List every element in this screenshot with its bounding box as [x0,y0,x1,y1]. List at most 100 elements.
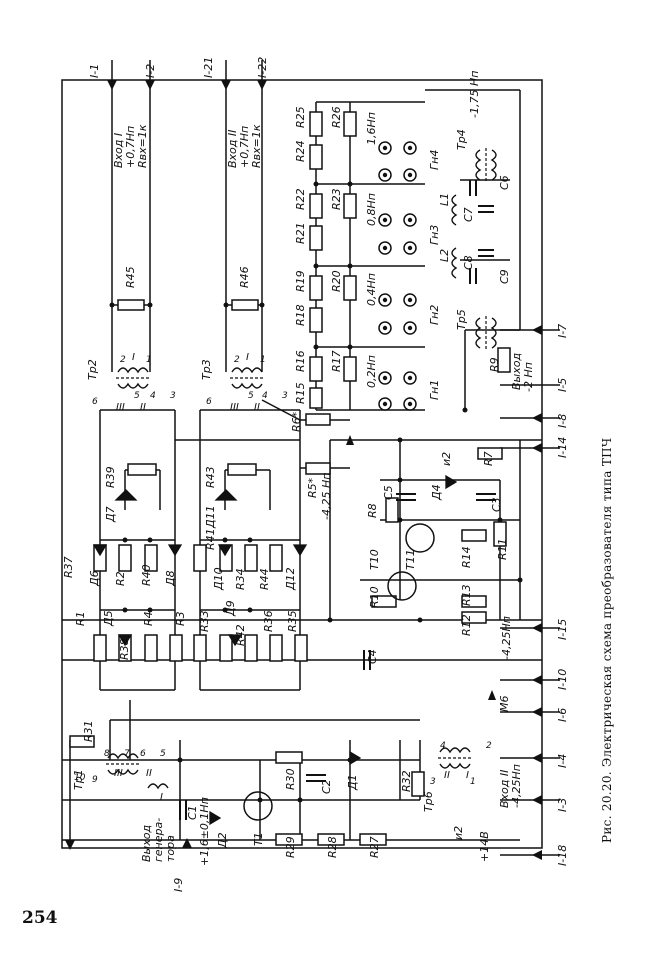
capacitor-label: C4 [366,649,379,664]
resistor-label: R28 [326,836,339,858]
diode-label: Д2 [216,832,229,849]
pin-number: 7 [124,749,130,759]
winding-numeral: III [230,402,239,413]
inductor-label: L1 [438,193,451,206]
capacitor-label: C9 [498,269,511,284]
transformer-label: Тр4 [455,129,468,150]
resistor-label: R43 [204,466,217,488]
terminal-label: I-21 [202,57,215,78]
resistor-label: R3 [174,611,187,626]
pin-number: 6 [206,397,212,407]
pin-number: 4 [150,391,156,401]
resistor-label: R35 [286,610,299,632]
pin-number: 2 [120,355,126,365]
transformer-label: Тр2 [86,359,99,380]
resistor-label: R42 [234,624,247,646]
output-label: тора [164,835,177,862]
pin-number: 3 [430,777,436,787]
jack-label: Гн2 [428,305,441,325]
terminal-arrows [65,80,542,860]
resistor-label: R45 [124,266,137,288]
jack-centres [382,145,413,407]
terminal-label: I-10 [556,669,569,690]
pin-number: 5 [160,749,166,759]
input-2-impedance: Rвх=1к [250,124,263,168]
resistor-label: R19 [294,270,307,292]
terminal-label: I-15 [556,619,569,640]
output-level: +1,6±0,1Нп [198,797,211,866]
transistor-label: T10 [368,549,381,570]
resistor-label: R17 [330,350,343,372]
resistor-label: R18 [294,304,307,326]
transistor-label: T11 [404,549,417,570]
transformer-label: Тр1 [72,769,85,790]
terminal-label: I-22 [256,57,269,78]
transistors [243,523,435,821]
winding-numeral: I [246,352,249,363]
resistor-label: R11 [496,538,509,560]
resistor-label: R10 [368,586,381,608]
input-1-label: Вход I [112,133,125,168]
transformer-cores [106,148,487,765]
attenuation-label: 0,4Нп [365,273,378,306]
input-level: -4,25Нп [510,764,523,808]
resistor-label: R39 [104,466,117,488]
capacitor-label: C2 [320,779,333,794]
transistor-label: T1 [252,832,265,846]
supply-level: -4,25Нп [500,616,513,660]
resistor-label: R2 [114,571,127,586]
input-2-level: +0,7Нп [238,126,251,168]
resistor-label: R36 [262,610,275,632]
attenuation-label: 1,6Нп [365,112,378,145]
figure-caption: Рис. 20.20. Электрическая схема преобраз… [600,437,614,843]
resistor-label: R16 [294,350,307,372]
misc-label: и2 [452,826,465,840]
jack-label: Гн3 [428,225,441,245]
pin-number: 1 [470,777,476,787]
winding-numeral: I [132,352,135,363]
resistor-label: R32 [400,770,413,792]
diode-label: Д6 [88,570,101,587]
input-label: Вход II [498,770,511,808]
supply-label: М6 [498,696,511,713]
resistor-label: R13 [460,584,473,606]
supply-level: -4,25 Нп [320,473,333,520]
resistor-label: R8 [366,503,379,518]
capacitor-label: C1 [186,805,199,820]
transformer-label: Тр6 [422,791,435,812]
winding-labels: III II I III II I III II I II I [114,352,469,803]
labels: I-1 I-2 I-21 I-22 Вход I +0,7Нп Rвх=1к В… [62,57,569,892]
jack-label: Гн1 [428,380,441,400]
diode-label: Д4 [430,484,443,501]
diode-label: Д8 [164,570,177,587]
resistor-label: R41 [204,528,217,550]
diode-label: Д9 [224,600,237,617]
resistor-label: R25 [294,106,307,128]
resistor-label: R21 [294,222,307,244]
pin-labels: 6 5 4 3 2 1 6 5 4 3 2 1 10 9 8 7 6 5 4 3… [74,355,492,787]
pin-number: 2 [234,355,240,365]
terminal-label: I-7 [556,324,569,338]
winding-numeral: I [466,770,469,781]
resistor-label: R44 [258,568,271,590]
diodes [92,474,458,826]
resistor-label: R34 [234,568,247,590]
input-1-impedance: Rвх=1к [136,124,149,168]
pin-number: 2 [486,741,492,751]
resistor-label: R15 [294,382,307,404]
attenuation-label: 0,2Нп [365,355,378,388]
resistor-label: R23 [330,188,343,210]
junction-dots [109,181,523,803]
resistor-label: R12 [460,614,473,636]
terminal-label: I-3 [556,798,569,812]
page-number: 254 [22,908,58,928]
resistor-label: R29 [284,836,297,858]
terminal-label: I-5 [556,378,569,392]
input-1-level: +0,7Нп [124,126,137,168]
resistor-label: R20 [330,270,343,292]
board-outline [61,79,543,849]
terminal-label: I-6 [556,708,569,722]
winding-numeral: III [116,402,125,413]
pin-number: 3 [170,391,176,401]
